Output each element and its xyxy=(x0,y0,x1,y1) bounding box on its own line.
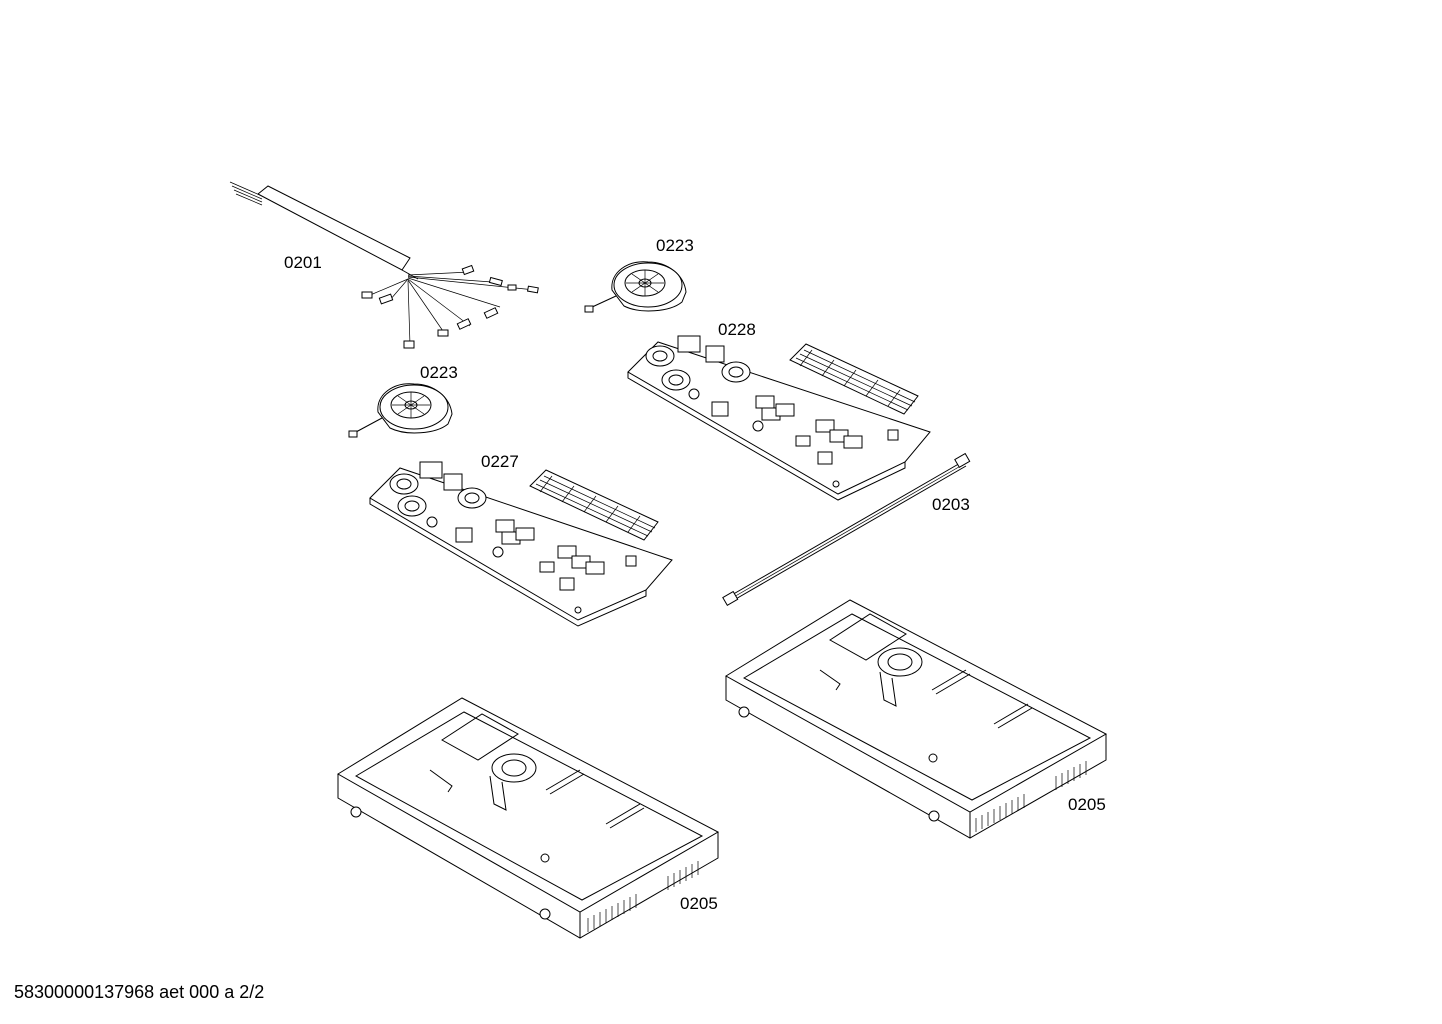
label-frame-left: 0205 xyxy=(680,894,718,913)
fan-top-part xyxy=(584,261,687,313)
label-board-left: 0227 xyxy=(481,452,519,471)
ribbon-cable-part xyxy=(722,452,971,607)
housing-frame-left-part xyxy=(337,697,720,939)
housing-frame-right-part xyxy=(725,599,1108,839)
label-frame-right: 0205 xyxy=(1068,795,1106,814)
power-board-left-part xyxy=(369,461,673,627)
fan-left-part xyxy=(348,383,453,438)
label-fan-top: 0223 xyxy=(656,236,694,255)
document-footer: 58300000137968 aet 000 a 2/2 xyxy=(14,982,265,1002)
label-ribbon: 0203 xyxy=(932,495,970,514)
power-cable-part xyxy=(229,181,539,349)
label-fan-left: 0223 xyxy=(420,363,458,382)
label-cable: 0201 xyxy=(284,253,322,272)
power-board-right-part xyxy=(627,335,931,501)
label-board-right: 0228 xyxy=(718,320,756,339)
